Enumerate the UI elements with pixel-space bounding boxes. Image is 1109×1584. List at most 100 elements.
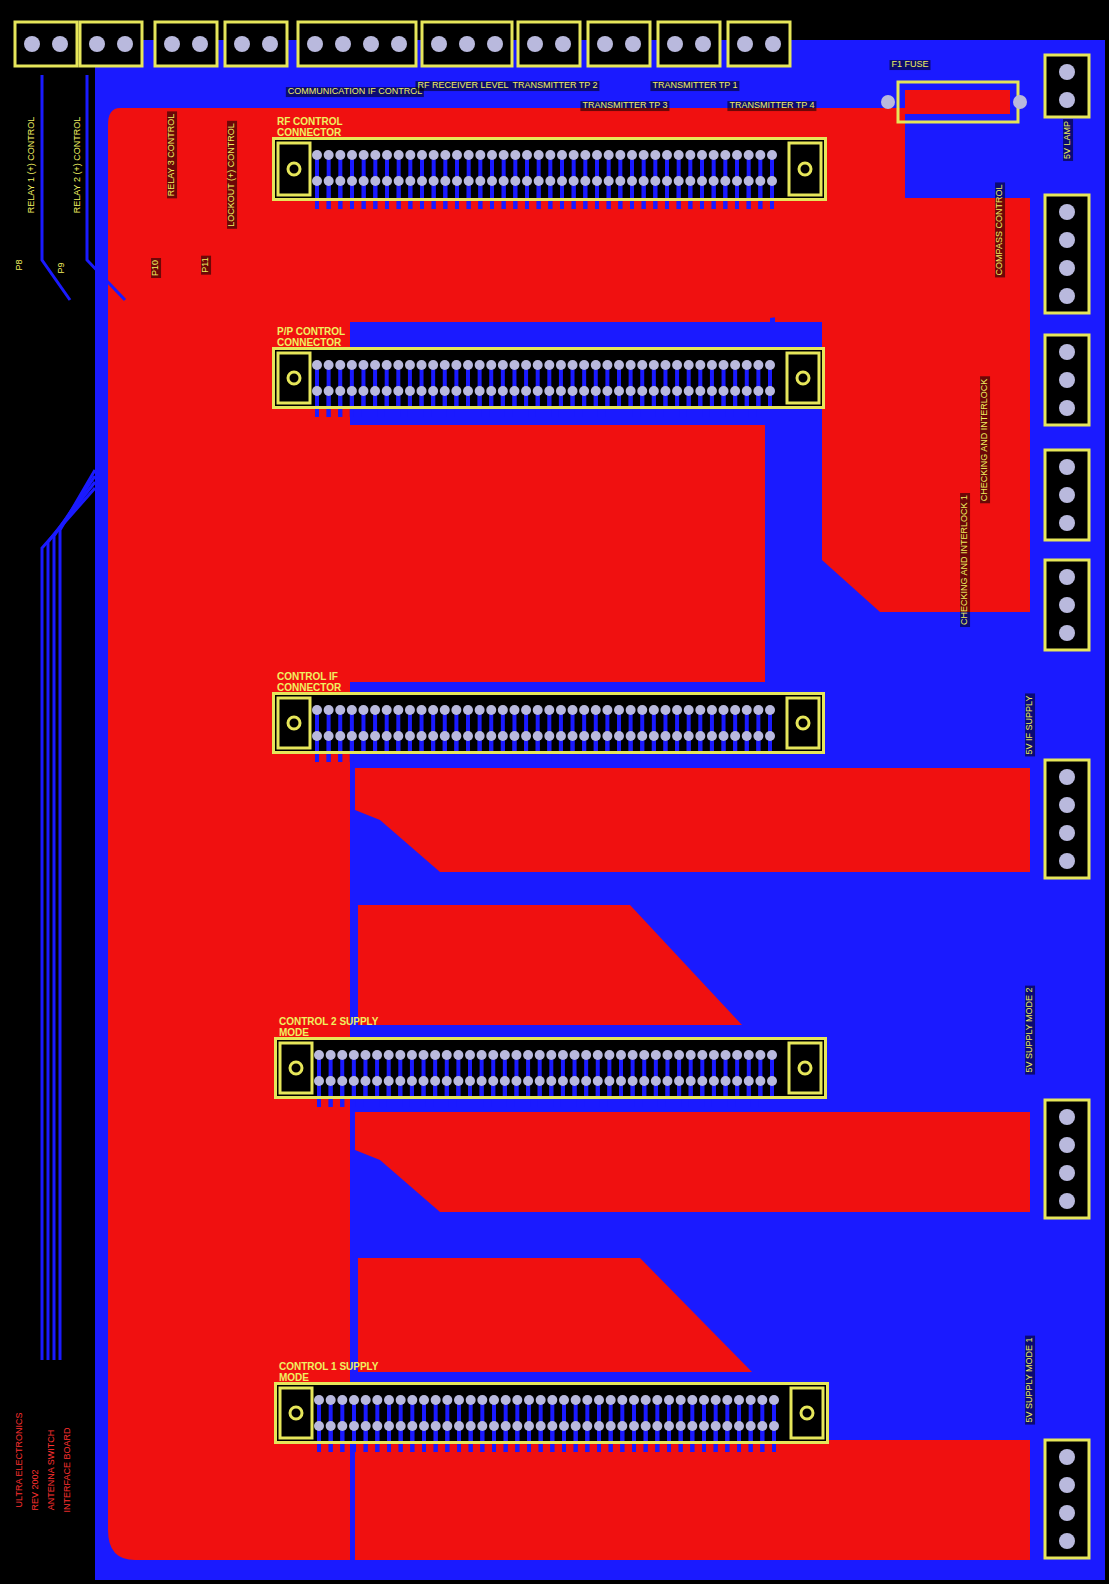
connector-pad	[721, 1050, 731, 1060]
connector-label: CONTROL 1 SUPPLY MODE	[279, 1361, 399, 1383]
connector-pad	[695, 360, 705, 370]
connector-pad	[674, 176, 684, 186]
connector-pad	[372, 1076, 382, 1086]
connector-pad	[393, 731, 403, 741]
connector-pad	[466, 1395, 476, 1405]
connector-pad	[753, 360, 763, 370]
connector-pad	[579, 360, 589, 370]
connector-pad	[672, 360, 682, 370]
connector-pad	[616, 1076, 626, 1086]
pin-header	[298, 22, 416, 66]
connector-pad	[393, 705, 403, 715]
mounting-mark	[787, 698, 819, 748]
silkscreen-label: COMMUNICATION IF CONTROL	[286, 87, 424, 97]
connector-pad	[767, 1050, 777, 1060]
header-pad	[1059, 769, 1075, 785]
connector-pad	[697, 1076, 707, 1086]
connector-pad	[442, 1076, 452, 1086]
connector-pad	[326, 1421, 336, 1431]
silkscreen-label: LOCKOUT (+) CONTROL	[227, 121, 237, 229]
connector-pad	[568, 731, 578, 741]
connector-pad	[405, 360, 415, 370]
connector-pad	[571, 1421, 581, 1431]
connector-pad	[349, 1421, 359, 1431]
connector-pad	[672, 386, 682, 396]
connector-pad	[324, 360, 334, 370]
signal-trace	[48, 482, 95, 1360]
connector-pad	[699, 1395, 709, 1405]
connector-pad	[314, 1395, 324, 1405]
connector-pad	[709, 1050, 719, 1060]
connector-pad	[719, 705, 729, 715]
connector-pad	[695, 731, 705, 741]
connector-pad	[559, 1395, 569, 1405]
connector-pad	[604, 150, 614, 160]
copper-pour	[358, 1258, 752, 1372]
connector-pad	[606, 1421, 616, 1431]
signal-trace	[42, 488, 95, 1360]
header-pad	[1059, 1165, 1075, 1181]
connector-pad	[312, 150, 322, 160]
connector-pad	[746, 1395, 756, 1405]
connector-pad	[602, 386, 612, 396]
connector-pad	[372, 1050, 382, 1060]
connector-pad	[452, 150, 462, 160]
connector-outline: P/P CONTROL CONNECTOR	[272, 347, 825, 409]
connector-pad	[417, 150, 427, 160]
connector-pad	[324, 731, 334, 741]
connector-pad	[744, 1076, 754, 1086]
fuse-pad	[1013, 95, 1027, 109]
connector-pad	[591, 386, 601, 396]
mounting-mark	[280, 1043, 312, 1093]
connector-pad	[500, 1076, 510, 1086]
header-pad	[307, 36, 323, 52]
connector-pad	[685, 176, 695, 186]
connector-pad	[730, 360, 740, 370]
connector-pad	[324, 705, 334, 715]
mounting-hole	[799, 163, 811, 175]
connector-pad	[454, 1421, 464, 1431]
pin-header	[1045, 335, 1089, 425]
pin-header	[588, 22, 650, 66]
connector-pad	[649, 360, 659, 370]
header-pad	[1059, 825, 1075, 841]
pin-header	[1045, 1440, 1089, 1558]
connector-pad	[384, 1050, 394, 1060]
pin-header	[1045, 195, 1089, 313]
connector-pad	[477, 1421, 487, 1431]
connector-pad	[405, 705, 415, 715]
connector-pad	[757, 1421, 767, 1431]
header-pad	[1059, 1137, 1075, 1153]
connector-pad	[498, 386, 508, 396]
connector-pad	[347, 386, 357, 396]
connector-pad	[312, 176, 322, 186]
connector-pad	[405, 150, 415, 160]
connector-pad	[442, 1050, 452, 1060]
connector-pad	[512, 1421, 522, 1431]
connector-pad	[509, 705, 519, 715]
connector-pad	[489, 1395, 499, 1405]
connector-pad	[545, 176, 555, 186]
connector-pad	[382, 176, 392, 186]
connector-pad	[475, 705, 485, 715]
connector-pad	[512, 1395, 522, 1405]
connector-pad	[626, 731, 636, 741]
connector-pad	[451, 731, 461, 741]
connector-pad	[428, 705, 438, 715]
mounting-hole	[799, 1062, 811, 1074]
connector-pad	[709, 176, 719, 186]
connector-pad	[662, 1076, 672, 1086]
connector-pad	[547, 1421, 557, 1431]
silkscreen-label: RELAY 1 (+) CONTROL	[27, 115, 37, 215]
fuse-body	[905, 90, 1010, 114]
header-pad	[459, 36, 475, 52]
silkscreen-label: F1 FUSE	[889, 60, 930, 70]
connector-pad	[464, 176, 474, 186]
connector-pad	[649, 705, 659, 715]
header-pad	[1059, 853, 1075, 869]
connector-pad	[721, 1076, 731, 1086]
connector-pad	[465, 1050, 475, 1060]
mounting-mark	[789, 143, 821, 195]
